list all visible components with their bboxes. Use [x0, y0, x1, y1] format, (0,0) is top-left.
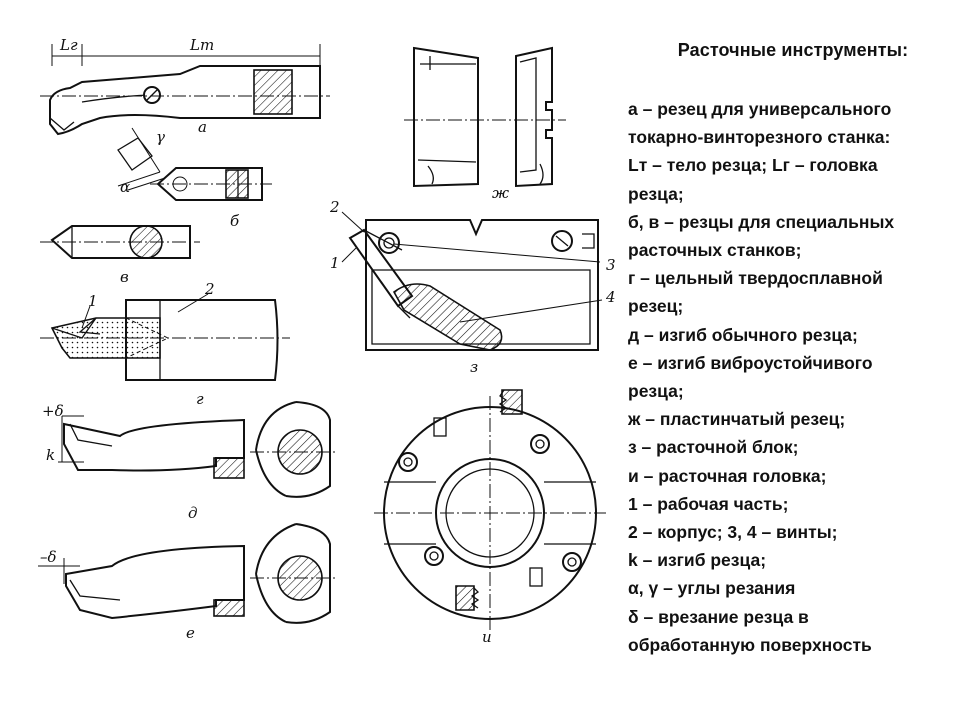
label-fig-e: е [186, 624, 195, 642]
figure-zh-plate-cutter [404, 46, 566, 188]
legend-line: б, в – резцы для специальных [628, 211, 895, 232]
legend-line: з – расточной блок; [628, 437, 799, 458]
label-Lt: Lт [189, 36, 214, 54]
label-minus-delta: –δ [40, 548, 57, 566]
legend-line: δ – врезание резца в [628, 606, 809, 627]
label-fig-a: а [198, 118, 207, 136]
label-fig-i: и [482, 628, 492, 646]
boring-tools-drawing: Lг Lт а γ α б в 1 2 г [38, 36, 616, 646]
legend-line: резца; [628, 183, 684, 204]
label-k: k [46, 446, 55, 464]
legend-line: токарно-винторезного станка: [628, 127, 891, 148]
label-fig-b: б [230, 212, 240, 230]
legend-title: Расточные инструменты: [677, 40, 909, 60]
figure-e-bend [38, 523, 338, 624]
legend-line: k – изгиб резца; [628, 550, 767, 571]
legend-line: резца; [628, 381, 684, 402]
label-fig-zh: ж [492, 184, 509, 202]
label-Lg: Lг [59, 36, 78, 54]
legend-line: е – изгиб виброустойчивого [628, 352, 873, 373]
label-fig-g: г [196, 390, 204, 408]
legend-line: α, γ – углы резания [628, 578, 796, 599]
label-gamma: γ [156, 128, 165, 146]
figure-v-cutter [40, 225, 200, 259]
label-z1: 1 [330, 254, 340, 272]
legend-line: 2 – корпус; 3, 4 – винты; [628, 522, 838, 543]
figure-d-bend [58, 401, 338, 498]
figure-i-boring-head [374, 389, 606, 630]
legend-panel: Расточные инструменты: а – резец для уни… [628, 40, 958, 659]
label-z3: 3 [606, 256, 616, 274]
label-g2: 2 [204, 280, 215, 298]
legend-line: расточных станков; [628, 240, 802, 261]
label-plus-delta: +δ [42, 402, 64, 420]
legend-line: Lт – тело резца; Lг – головка [628, 155, 878, 176]
legend-line: обработанную поверхность [628, 634, 872, 655]
legend-line: 1 – рабочая часть; [628, 493, 789, 514]
legend-line: д – изгиб обычного резца; [628, 324, 858, 345]
label-fig-z: з [470, 358, 478, 376]
label-z2: 2 [329, 198, 340, 216]
label-z4: 4 [605, 288, 616, 306]
legend-line: и – расточная головка; [628, 465, 827, 486]
legend-line: ж – пластинчатый резец; [628, 409, 846, 430]
figure-a-cutter [40, 44, 330, 136]
legend-line: г – цельный твердосплавной [628, 268, 883, 289]
figure-g-cutter [40, 293, 290, 381]
label-g1: 1 [88, 292, 98, 310]
legend-line: резец; [628, 296, 684, 317]
legend-line: а – резец для универсального [628, 99, 892, 119]
label-fig-v: в [120, 268, 129, 286]
label-fig-d: д [188, 504, 198, 522]
label-alpha: α [120, 178, 130, 196]
figure-b-cutter [117, 127, 272, 201]
figure-z-boring-block [341, 211, 603, 351]
